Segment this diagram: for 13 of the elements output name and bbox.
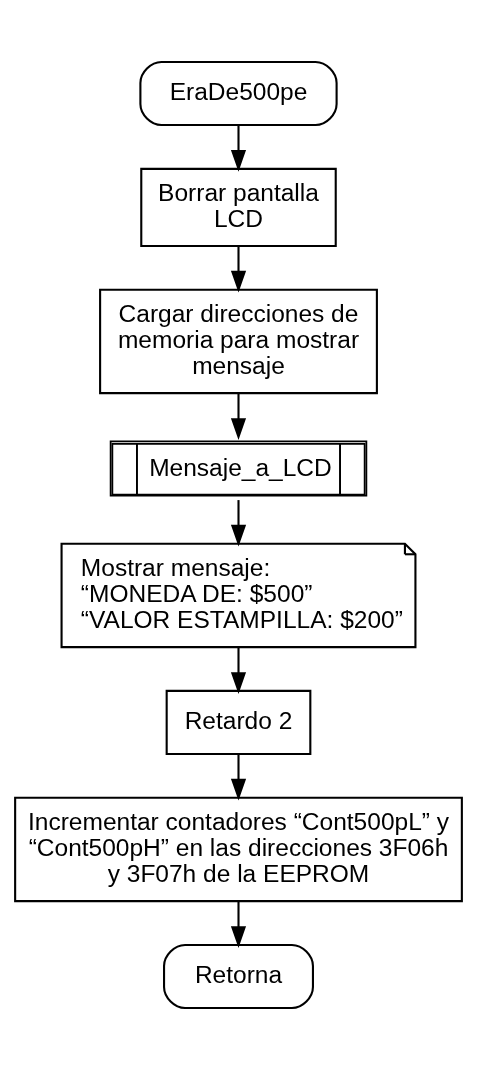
arrow [230, 125, 247, 172]
arrow [230, 500, 247, 547]
node-box: Incrementar contadores “Cont500pL” y “Cont500pH” en las direcciones 3F06h y 3F07h de la EEPROM [14, 796, 463, 903]
arrow [230, 647, 247, 694]
node-box: Retorna [163, 943, 314, 1010]
node-box: Retardo 2 [165, 689, 312, 756]
node-box: EraDe500pe [139, 60, 338, 127]
node-box: Cargar direcciones de memoria para mostrar mensaje [99, 288, 378, 395]
arrow [230, 246, 247, 293]
arrow [230, 901, 247, 948]
node-box: Borrar pantalla LCD [140, 167, 337, 247]
arrow [230, 393, 247, 440]
arrow [230, 754, 247, 801]
